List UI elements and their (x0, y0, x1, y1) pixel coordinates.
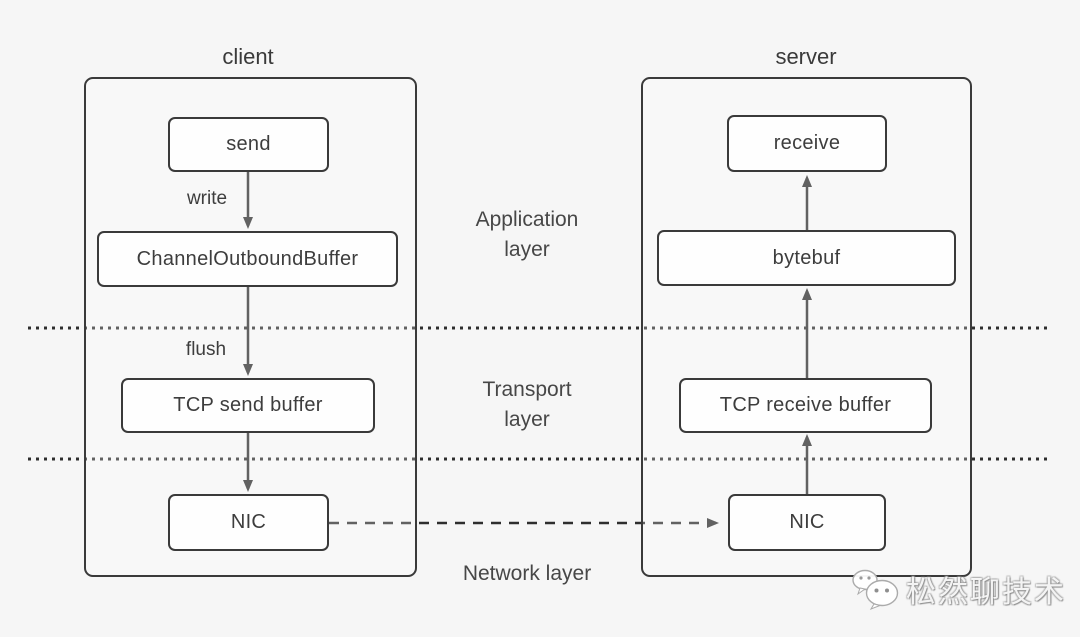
watermark-text: 松然聊技术 (906, 576, 1066, 609)
receive-node: receive (727, 115, 887, 172)
server-group-title: server (775, 44, 837, 69)
application-layer-label: Application layer (475, 208, 579, 261)
client-group-title: client (222, 44, 274, 69)
client-nic-node: NIC (168, 494, 329, 551)
tcp-receive-buffer-node: TCP receive buffer (679, 378, 932, 433)
network-layer-label: Network layer (462, 562, 592, 585)
server-nic-node: NIC (728, 494, 886, 551)
chat-bubbles-icon (850, 568, 902, 610)
flush-edge-label: flush (185, 339, 227, 360)
write-edge-label: write (186, 188, 228, 209)
channel-outbound-buffer-node: ChannelOutboundBuffer (97, 231, 398, 287)
transport-layer-label: Transport layer (482, 378, 572, 431)
watermark: 松然聊技术 (850, 567, 1066, 611)
send-node: send (168, 117, 329, 172)
tcp-send-buffer-node: TCP send buffer (121, 378, 375, 433)
bytebuf-node: bytebuf (657, 230, 956, 286)
